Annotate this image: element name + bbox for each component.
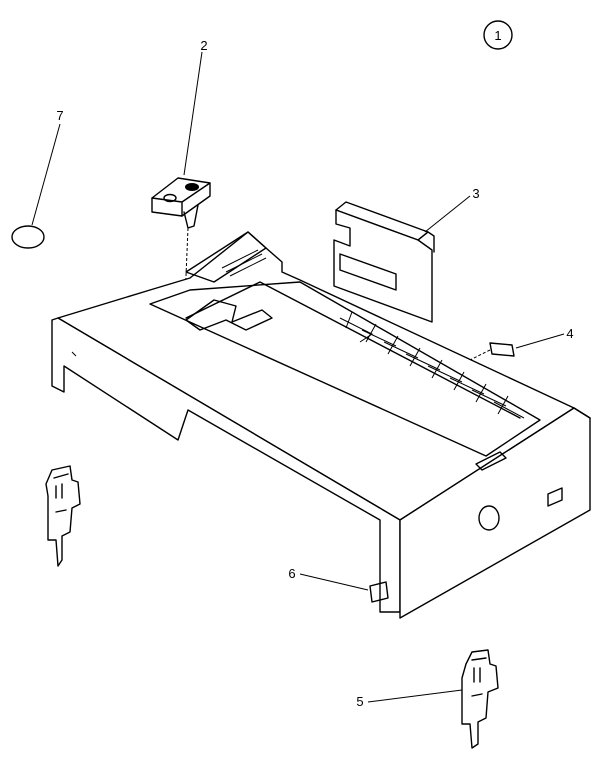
callout-5-label: 6: [288, 566, 295, 581]
clip-left-detail: [53, 473, 69, 513]
base-housing: [51, 231, 591, 619]
housing-block-grooves: [221, 249, 267, 277]
pad-square: [369, 581, 389, 603]
bracket-edges: [151, 182, 211, 217]
housing-raised-block: [185, 231, 267, 283]
callout-4-leader: [515, 333, 565, 349]
part-7-pad: 7: [11, 108, 64, 249]
callout-6-leader: [367, 689, 463, 703]
housing-square-hole: [547, 487, 563, 507]
callout-7-leader: [31, 123, 61, 226]
clip-right-detail: [471, 657, 487, 697]
clip-left-body: [45, 465, 81, 567]
callout-6-label: 5: [356, 694, 363, 709]
housing-corner: [573, 407, 591, 419]
housing-front-slot: [475, 451, 507, 471]
housing-opening: [149, 281, 541, 457]
sheet-marker-label: 1: [494, 28, 501, 43]
bracket-body: [151, 177, 211, 217]
bracket-hole: [163, 193, 177, 203]
housing-ribs: [339, 311, 525, 419]
callout-3-leader: [424, 195, 471, 233]
housing-mechanism: [185, 299, 273, 331]
part-3-cover-plate: 3: [333, 186, 480, 323]
part-2-bracket: 2: [151, 38, 211, 301]
callout-2-leader: [183, 51, 203, 176]
housing-end-face: [399, 407, 591, 619]
plate-body: [333, 209, 433, 323]
plate-slot: [339, 253, 397, 291]
clip-left: [45, 465, 81, 567]
housing-rail: [185, 281, 521, 419]
callout-5-leader: [299, 573, 369, 591]
callout-2-label: 2: [200, 38, 207, 53]
plate-edge: [417, 231, 435, 253]
part-6-clip: 5: [356, 649, 499, 749]
callout-3-label: 3: [472, 186, 479, 201]
bracket-hole-dark: [185, 183, 199, 191]
housing-round-hole: [478, 505, 500, 531]
callout-4-label: 4: [566, 326, 573, 341]
sheet-marker-circle: [483, 20, 513, 50]
label-shape: [489, 342, 515, 357]
part-5-pad: 6: [288, 566, 389, 603]
sheet-marker: 1: [483, 20, 513, 50]
clip-right-body: [461, 649, 499, 749]
housing-mark: [71, 351, 77, 357]
callout-7-label: 7: [56, 108, 63, 123]
pad-shape: [11, 225, 45, 249]
bracket-tab: [183, 204, 199, 229]
